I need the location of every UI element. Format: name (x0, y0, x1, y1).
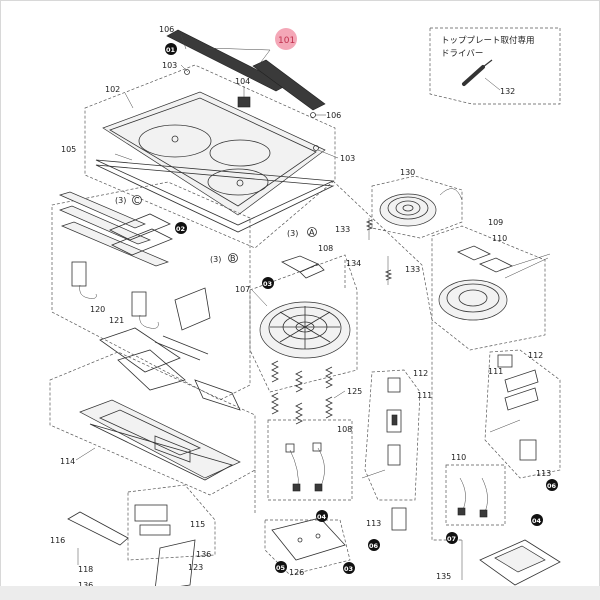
part-label-133: 133 (405, 265, 420, 274)
part-label-126: 126 (289, 568, 304, 577)
svg-text:03: 03 (263, 280, 272, 288)
svg-text:01: 01 (166, 46, 176, 54)
part-label-104: 104 (235, 77, 250, 86)
part-label-106: 106 (159, 25, 174, 34)
part-label-136: 136 (196, 550, 211, 559)
badge-02: 02 (175, 222, 187, 234)
part-label-110: 110 (451, 453, 466, 462)
bottom-scroll-bar[interactable] (0, 586, 600, 600)
part-label-123: 123 (188, 563, 203, 572)
part-label-113: 113 (366, 519, 381, 528)
part-label-110: 110 (492, 234, 507, 243)
part-label-113: 113 (536, 469, 551, 478)
part-label-116: 116 (50, 536, 65, 545)
part-label-103: 103 (162, 61, 177, 70)
part-label-106: 106 (326, 111, 341, 120)
svg-text:07: 07 (447, 535, 456, 543)
part-label-115: 115 (190, 520, 205, 529)
base-plate-right (479, 539, 561, 586)
vent-strip-101 (166, 29, 326, 111)
shield-plate (264, 517, 351, 576)
sensor-harness-108 (267, 419, 353, 501)
badge-06: 06 (368, 539, 380, 551)
terminal-cluster-right (484, 349, 561, 479)
coil-assembly-107 (249, 254, 358, 393)
badge-04: 04 (531, 514, 543, 526)
svg-text:05: 05 (276, 564, 286, 572)
part-label-105: 105 (61, 145, 76, 154)
part-label-102: 102 (105, 85, 120, 94)
badge-04: 04 (316, 510, 328, 522)
part-label-108: 108 (318, 244, 333, 253)
part-label-120: 120 (90, 305, 105, 314)
top-plate-102 (84, 64, 336, 249)
part-label-111: 111 (488, 367, 503, 376)
ref-b: B (230, 254, 236, 263)
svg-text:04: 04 (532, 517, 542, 525)
ref-3: (3) (210, 255, 221, 264)
part-label-121: 121 (109, 316, 124, 325)
badge-03: 03 (343, 562, 355, 574)
part-label-108: 108 (337, 425, 352, 434)
badge-06: 06 (546, 479, 558, 491)
badge-03: 03 (262, 277, 274, 289)
svg-text:06: 06 (369, 542, 379, 550)
control-module-assembly (51, 181, 251, 411)
badge-05: 05 (275, 561, 287, 573)
svg-text:04: 04 (317, 513, 327, 521)
ref-c: C (134, 196, 140, 205)
part-label-125: 125 (347, 387, 362, 396)
ref-3: (3) (115, 196, 126, 205)
part-label-135: 135 (436, 572, 451, 581)
svg-text:03: 03 (344, 565, 353, 573)
base-frame-114 (49, 351, 256, 496)
part-label-112: 112 (413, 369, 428, 378)
highlighted-part-label: 101 (278, 36, 295, 46)
svg-text:06: 06 (547, 482, 557, 490)
badge-07: 07 (446, 532, 458, 544)
part-label-134: 134 (346, 259, 361, 268)
part-label-136: 136 (78, 581, 93, 590)
radiant-heater-130 (371, 175, 463, 239)
bracket-116 (67, 511, 129, 546)
bracket-115 (127, 484, 216, 561)
svg-text:02: 02 (176, 225, 185, 233)
part-label-118: 118 (78, 565, 93, 574)
part-label-130: 130 (400, 168, 415, 177)
ref-3: (3) (287, 229, 298, 238)
part-label-133: 133 (335, 225, 350, 234)
bracket-104 (237, 86, 251, 108)
terminal-cluster-left (361, 369, 421, 501)
inset-title-line2: ドライバー (441, 49, 483, 59)
part-label-107: 107 (235, 285, 250, 294)
inset-screwdriver-box: トッププレート取付専用 ドライバー 132 (429, 27, 561, 105)
inset-title-line1: トッププレート取付専用 (441, 35, 535, 46)
coil-assembly-109 (431, 225, 551, 351)
part-label-114: 114 (60, 457, 75, 466)
part-label-109: 109 (488, 218, 503, 227)
part-label-111: 111 (417, 391, 432, 400)
sensor-harness-110 (445, 464, 506, 526)
ref-a: A (309, 228, 315, 237)
badge-01: 01 (165, 43, 177, 55)
part-label-132: 132 (500, 87, 515, 96)
springs-125 (271, 360, 333, 425)
part-label-112: 112 (528, 351, 543, 360)
part-label-103: 103 (340, 154, 355, 163)
highlight-marker-101[interactable]: 101 (275, 28, 297, 50)
